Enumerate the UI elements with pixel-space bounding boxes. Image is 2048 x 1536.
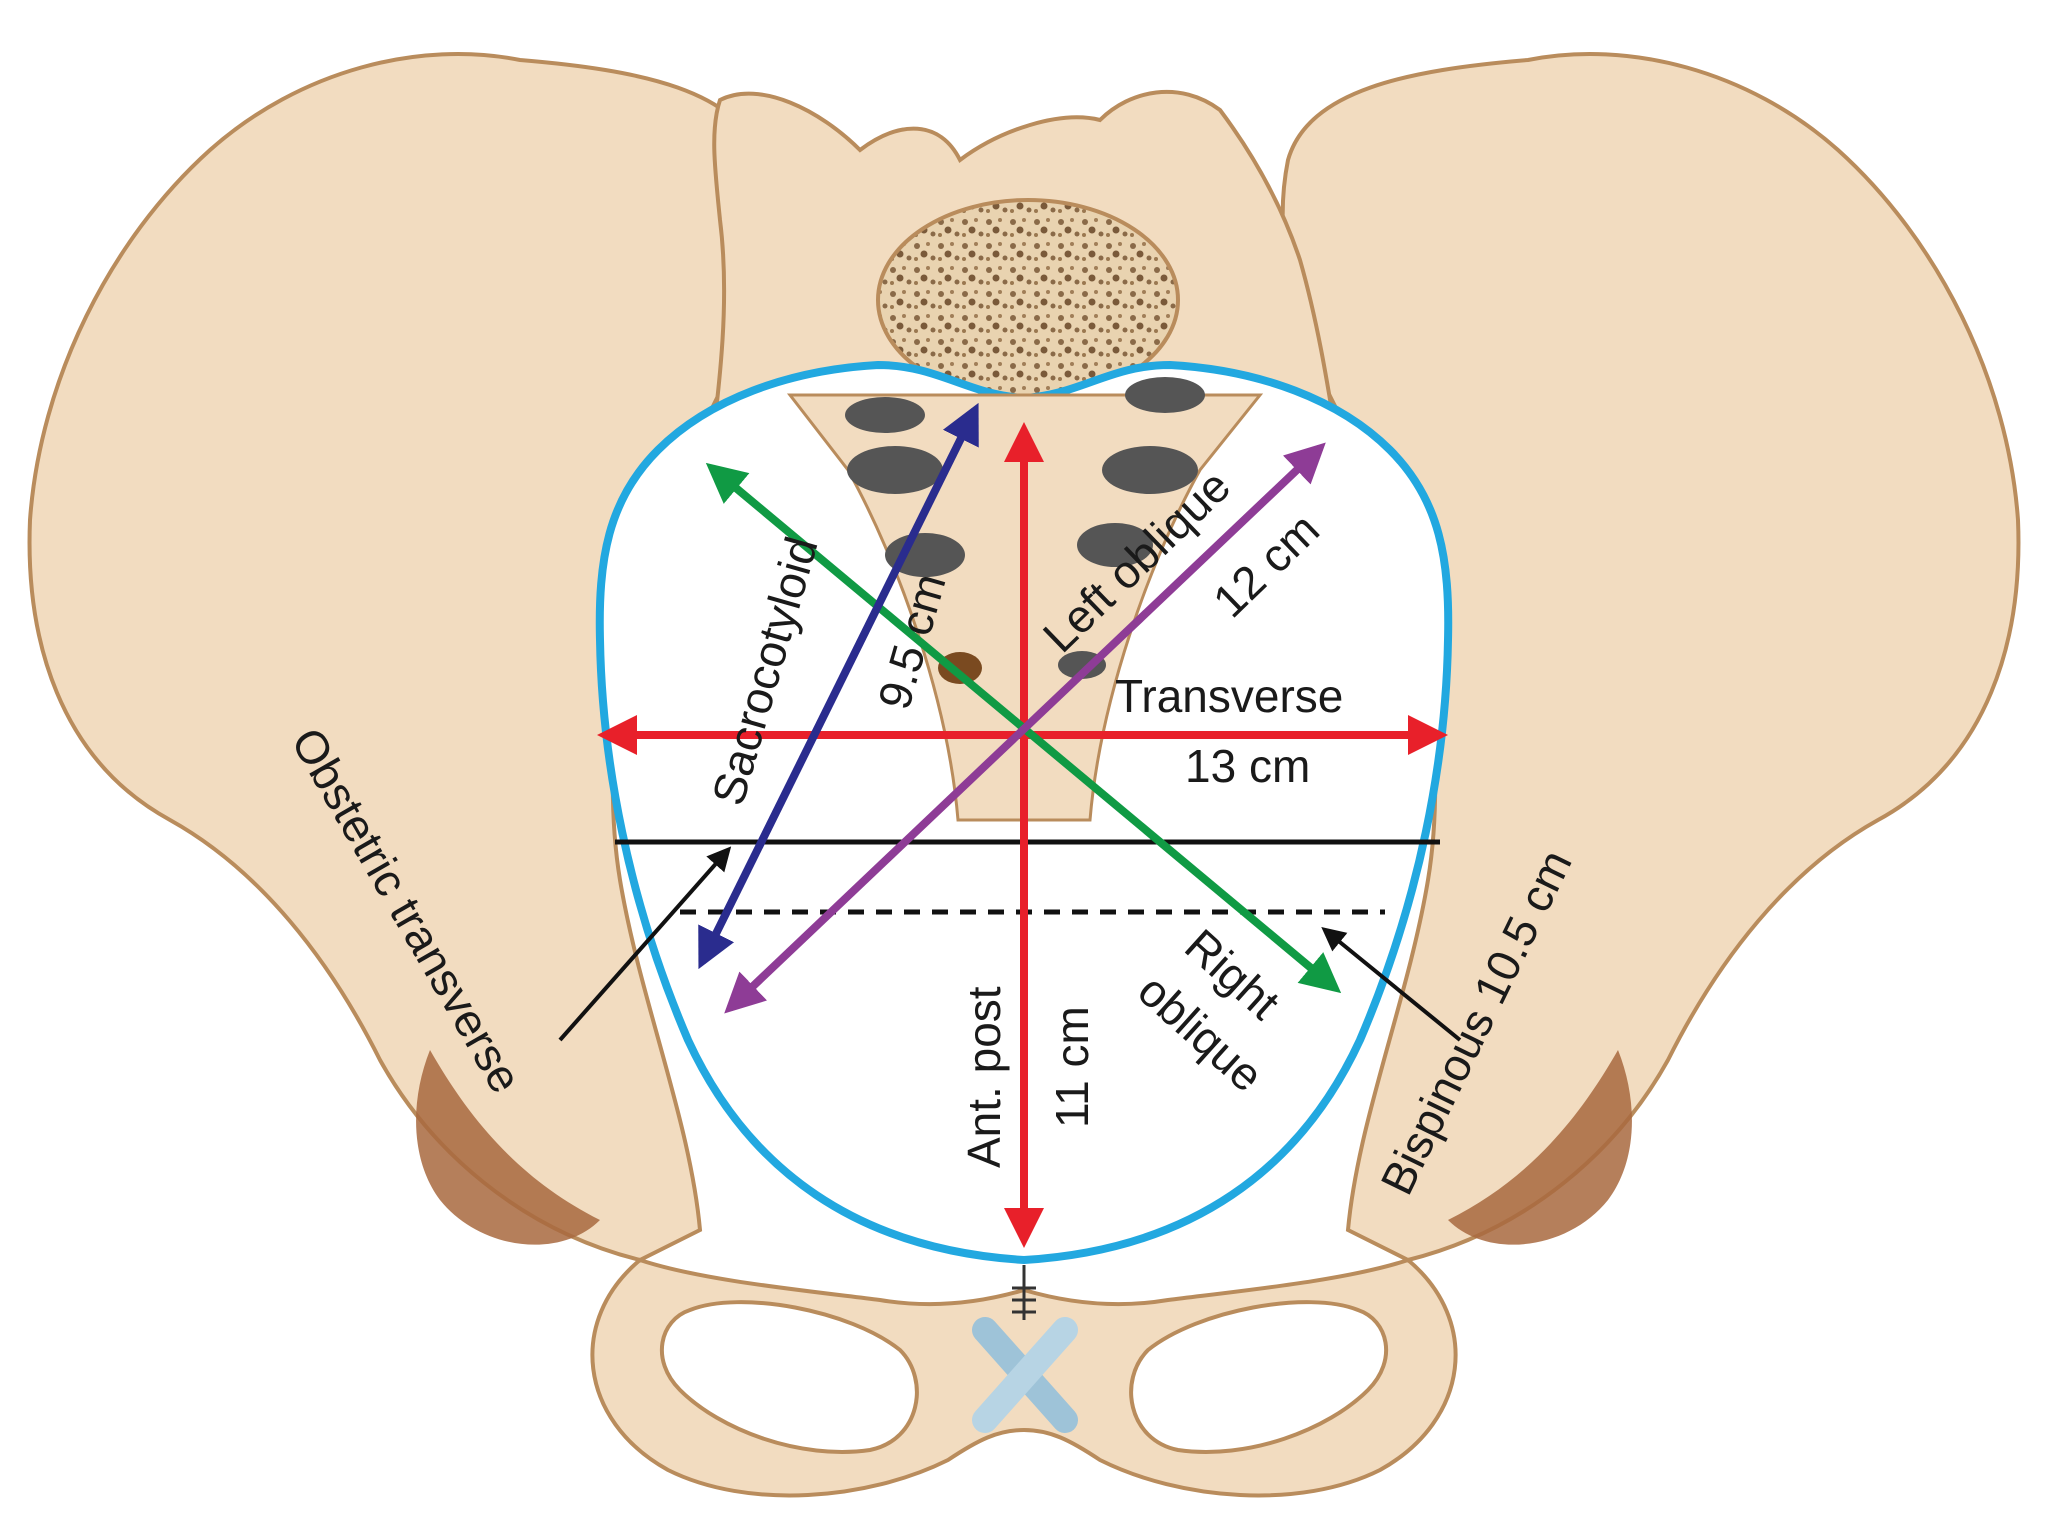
transverse-label: Transverse xyxy=(1115,670,1343,722)
sacrocotyloid-arrow xyxy=(698,402,979,970)
sacral-foramen xyxy=(1125,377,1205,413)
right-obturator-foramen xyxy=(1129,1300,1388,1454)
left-shadow xyxy=(416,1050,600,1245)
left-obturator-foramen xyxy=(660,1300,919,1454)
ap-label: Ant. post xyxy=(958,986,1010,1168)
sacral-foramen xyxy=(847,446,943,494)
obstetric-pointer xyxy=(558,846,732,1042)
right-shadow xyxy=(1448,1050,1632,1245)
pubic-symphysis xyxy=(972,1265,1078,1433)
sacral-foramen xyxy=(845,397,925,433)
bispinous-pointer xyxy=(1321,926,1462,1042)
transverse-value: 13 cm xyxy=(1185,740,1310,792)
ap-value: 11 cm xyxy=(1046,1006,1098,1128)
pelvis-illustration xyxy=(27,52,2021,1498)
